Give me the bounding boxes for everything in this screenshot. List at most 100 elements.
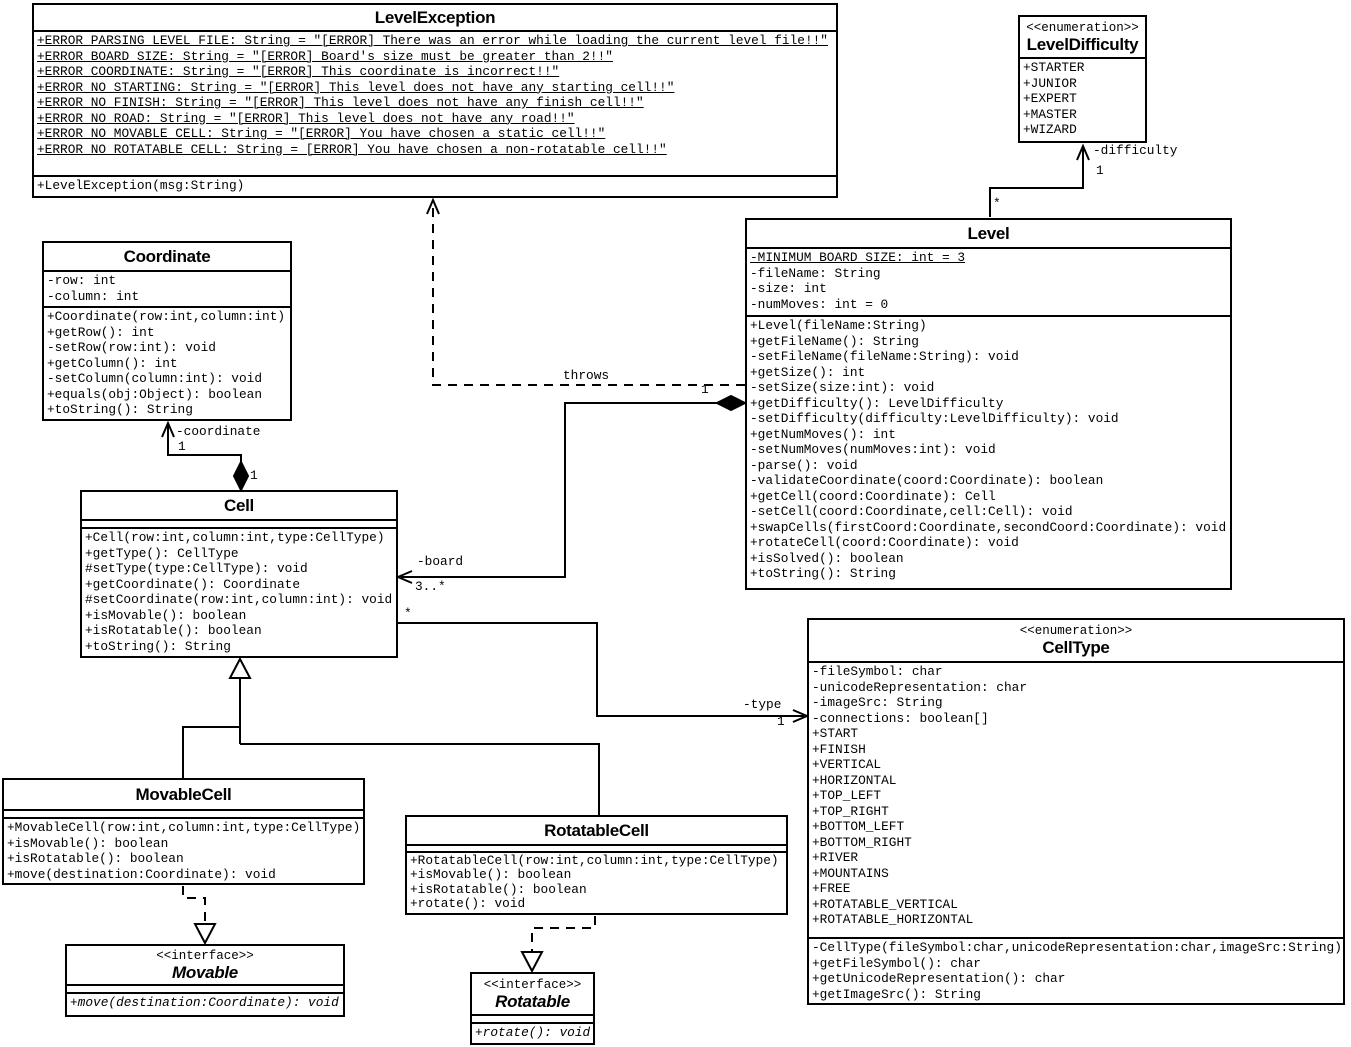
class-title-section: RotatableCell xyxy=(407,817,786,844)
methods-row: +isMovable(): boolean xyxy=(410,867,572,883)
class-title-section: <<interface>>Movable xyxy=(67,946,343,984)
attributes-row: +ROTATABLE_VERTICAL xyxy=(812,896,958,912)
class-rotatable-cell: RotatableCell +RotatableCell(row:int,colu… xyxy=(405,815,788,915)
class-title-section: <<enumeration>>CellType xyxy=(809,620,1343,661)
attributes-row: +VERTICAL xyxy=(812,757,882,772)
relation-line xyxy=(401,402,717,578)
generalization-triangle-icon xyxy=(193,923,217,946)
open-arrowhead-icon xyxy=(161,420,175,438)
methods-section: +rotate(): void xyxy=(472,1022,593,1043)
attributes-row: +ERROR_NO_MOVABLE_CELL: String = "[ERROR… xyxy=(37,126,606,141)
methods-row: #setCoordinate(row:int,column:int): void xyxy=(85,592,393,607)
attributes-row: -MINIMUM_BOARD_SIZE: int = 3 xyxy=(750,250,966,265)
methods-row: +isRotatable(): boolean xyxy=(85,623,262,638)
attributes-section xyxy=(67,984,343,992)
relation-rotatable-realization xyxy=(520,916,596,974)
attributes-section xyxy=(4,809,363,817)
attributes-row: +WIZARD xyxy=(1023,122,1077,137)
attributes-row: -unicodeRepresentation: char xyxy=(812,679,1028,695)
attributes-section xyxy=(407,844,786,851)
open-arrowhead-icon xyxy=(792,709,810,723)
generalization-triangle-icon xyxy=(520,951,544,974)
attributes-row: +EXPERT xyxy=(1023,91,1077,106)
attributes-section: -row: int-column: int xyxy=(44,270,290,306)
attributes-row: +JUNIOR xyxy=(1023,75,1077,91)
attributes-row: -imageSrc: String xyxy=(812,695,943,710)
class-title: CellType xyxy=(1042,638,1110,657)
methods-section: +Coordinate(row:int,column:int)+getRow()… xyxy=(44,306,290,419)
methods-row: +getCoordinate(): Coordinate xyxy=(85,576,301,592)
relation-label: * xyxy=(993,196,1001,211)
class-title: Level xyxy=(967,224,1010,243)
class-title: RotatableCell xyxy=(544,821,649,840)
class-stereotype: <<interface>> xyxy=(483,977,582,992)
attributes-row: +TOP_LEFT xyxy=(812,788,882,803)
class-title-section: <<enumeration>>LevelDifficulty xyxy=(1020,17,1145,57)
methods-row: +getType(): CellType xyxy=(85,545,239,561)
open-arrowhead-icon xyxy=(395,570,413,584)
attributes-row: +BOTTOM_LEFT xyxy=(812,819,905,834)
attributes-row: +TOP_RIGHT xyxy=(812,803,889,819)
methods-row: +toString(): String xyxy=(750,566,896,581)
attributes-section: +STARTER+JUNIOR+EXPERT+MASTER+WIZARD xyxy=(1020,57,1145,141)
relation-label: * xyxy=(404,606,412,621)
attributes-row: -fileName: String xyxy=(750,265,881,281)
relation-label: -difficulty xyxy=(1093,143,1178,158)
class-cell-type: <<enumeration>>CellType -fileSymbol: char… xyxy=(807,618,1345,1005)
relation-label: -coordinate xyxy=(176,424,261,439)
methods-row: -validateCoordinate(coord:Coordinate): b… xyxy=(750,473,1104,488)
methods-row: -setNumMoves(numMoves:int): void xyxy=(750,442,996,457)
class-movable-cell: MovableCell +MovableCell(row:int,column:i… xyxy=(2,778,365,885)
class-title: MovableCell xyxy=(135,785,232,804)
attributes-row: -connections: boolean[] xyxy=(812,710,989,726)
attributes-row: -column: int xyxy=(47,288,140,304)
methods-row: +rotate(): void xyxy=(410,896,526,912)
methods-row: +getFileName(): String xyxy=(750,333,919,349)
class-movable: <<interface>>Movable +move(destination:Co… xyxy=(65,944,345,1017)
attributes-row: -size: int xyxy=(750,281,827,296)
methods-row: -setSize(size:int): void xyxy=(750,380,935,395)
methods-row: +rotate(): void xyxy=(475,1025,591,1040)
attributes-row: -fileSymbol: char xyxy=(812,664,943,679)
methods-section: +move(destination:Coordinate): void xyxy=(67,992,343,1015)
class-title: Coordinate xyxy=(123,247,211,266)
methods-section: +MovableCell(row:int,column:int,type:Cel… xyxy=(4,817,363,883)
methods-row: +toString(): String xyxy=(85,638,231,654)
class-title: LevelDifficulty xyxy=(1026,34,1139,54)
attributes-row: +ERROR_NO_STARTING: String = "[ERROR] Th… xyxy=(37,79,675,95)
relation-line xyxy=(531,916,596,952)
methods-row: -setRow(row:int): void xyxy=(47,340,216,355)
methods-row: -CellType(fileSymbol:char,unicodeReprese… xyxy=(812,940,1342,955)
methods-row: +isSolved(): boolean xyxy=(750,550,904,566)
methods-section: +RotatableCell(row:int,column:int,type:C… xyxy=(407,851,786,913)
methods-row: +getCell(coord:Coordinate): Cell xyxy=(750,488,996,504)
relation-label: 1 xyxy=(178,439,186,454)
relation-level-throws xyxy=(426,197,745,386)
class-stereotype: <<enumeration>> xyxy=(1019,624,1133,638)
attributes-row: +ERROR_BOARD_SIZE: String = "[ERROR] Boa… xyxy=(37,48,613,64)
attributes-row: +RIVER xyxy=(812,850,859,865)
attributes-row: +MASTER xyxy=(1023,106,1077,122)
class-rotatable: <<interface>>Rotatable +rotate(): void xyxy=(470,972,595,1045)
methods-row: +Cell(row:int,column:int,type:CellType) xyxy=(85,530,385,545)
class-level-exception: LevelException+ERROR_PARSING_LEVEL_FILE:… xyxy=(32,3,838,198)
methods-row: +isRotatable(): boolean xyxy=(410,881,587,897)
relation-label: 1 xyxy=(250,468,258,483)
class-title: Movable xyxy=(172,962,238,982)
methods-row: +move(destination:Coordinate): void xyxy=(70,995,339,1010)
methods-row: +Level(fileName:String) xyxy=(750,318,927,333)
class-title: Rotatable xyxy=(495,991,570,1011)
methods-row: +getRow(): int xyxy=(47,324,155,340)
methods-row: +getUnicodeRepresentation(): char xyxy=(812,971,1066,986)
attributes-row: +START xyxy=(812,726,859,741)
relation-movable-realization xyxy=(182,886,217,946)
class-title-section: Coordinate xyxy=(44,243,290,270)
attributes-row: -row: int xyxy=(47,273,117,288)
class-stereotype: <<enumeration>> xyxy=(1026,20,1139,35)
methods-section: +LevelException(msg:String) xyxy=(34,175,836,196)
generalization-triangle-icon xyxy=(228,656,252,679)
methods-row: +Coordinate(row:int,column:int) xyxy=(47,309,286,324)
methods-row: +MovableCell(row:int,column:int,type:Cel… xyxy=(7,820,361,835)
attributes-row: -numMoves: int = 0 xyxy=(750,296,889,312)
relation-label: -board xyxy=(417,554,464,569)
